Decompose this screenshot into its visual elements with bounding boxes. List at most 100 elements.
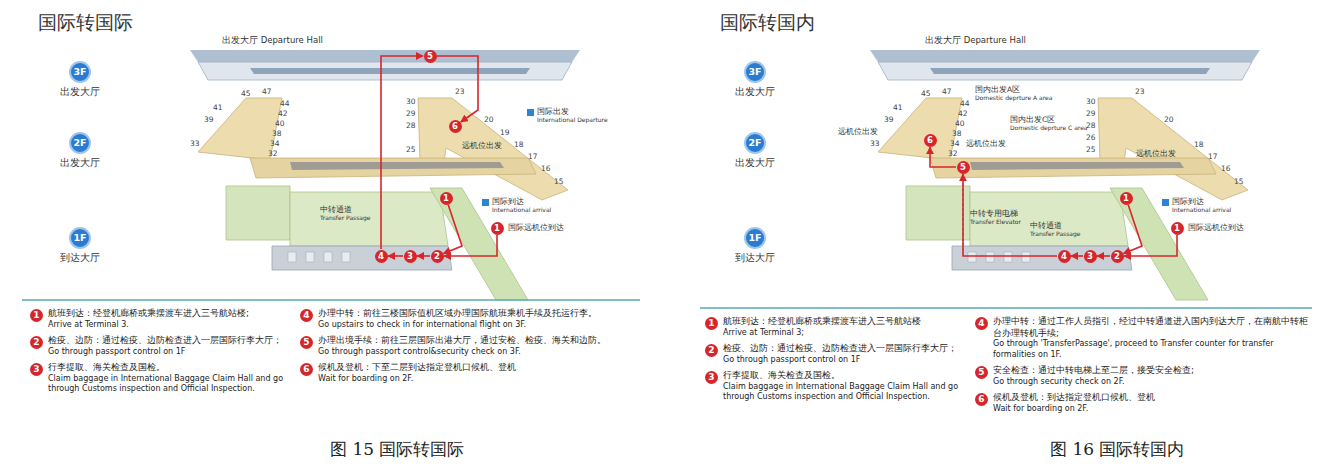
step-description: 检疫、边防：通过检疫、边防检查进入一层国际行李大厅； <box>48 335 288 347</box>
route-arrow <box>444 235 497 256</box>
step-description: 行李提取、海关检查及国检。 <box>48 362 288 374</box>
gate-number: 29 <box>1086 110 1096 118</box>
step-note: 1航班到达：经登机廊桥或乘摆渡车进入三号航站楼;Arrive at Termin… <box>30 308 288 330</box>
step-description: 航班到达：经登机廊桥或乘摆渡车进入三号航站楼; <box>48 308 288 320</box>
step-number: 2 <box>33 337 39 347</box>
step-description: 办理出境手续：前往三层国际出港大厅，通过安检、检疫、海关和边防。 <box>318 335 635 347</box>
step-note: 5 办理出境手续：前往三层国际出港大厅，通过安检、检疫、海关和边防。Go thro… <box>300 335 635 357</box>
step-circle: 4 <box>300 309 313 322</box>
area-label: 中转专用电梯 <box>970 210 1018 218</box>
gate-number: 39 <box>884 116 894 124</box>
floor-badge: 2F出发大厅 <box>725 132 785 170</box>
route-step-marker: 5 <box>957 161 970 174</box>
area-label: 国内出发A区 <box>975 86 1020 94</box>
step-text: 安全检查：通过中转电梯上至二层，接受安全检查;Go through securi… <box>993 365 1310 387</box>
gate-number: 42 <box>278 110 288 118</box>
step-text: 候机及登机：到达指定登机口候机、登机Wait for boarding on 2… <box>993 392 1310 414</box>
step-number: 6 <box>303 364 309 374</box>
area-label-en: Transfer Passage <box>1030 231 1081 238</box>
route-arrow <box>963 174 1057 256</box>
step-note: 1 航班到达：经登机廊桥或乘摆渡车进入三号航站楼Arrive at Termina… <box>705 316 963 338</box>
area-label-en: International Departure <box>537 117 608 124</box>
gate-number: 30 <box>1086 98 1096 106</box>
floor-hall-name: 出发大厅 <box>50 156 110 170</box>
area-label-en: Transfer Passage <box>320 215 371 222</box>
panel-title: 国际转国内 <box>720 12 815 33</box>
gate-number: 40 <box>275 120 285 128</box>
step-circle: 1 <box>705 317 718 330</box>
floor-badge: 2F 出发大厅 <box>50 132 110 170</box>
floor-number: 3F <box>748 66 761 77</box>
gate-number: 41 <box>213 104 223 112</box>
step-circle: 1 <box>30 309 43 322</box>
floor-badge: 1F 到达大厅 <box>50 227 110 265</box>
route-step-marker: 2 <box>431 250 444 263</box>
step-description-en: Go through passport control&security che… <box>318 347 635 357</box>
step-circle: 6 <box>975 393 988 406</box>
gate-number: 42 <box>958 110 968 118</box>
step-description-en: Wait for boarding on 2F. <box>993 404 1310 414</box>
step-description: 办理中转：前往三楼国际值机区域办理国际航班乘机手续及托运行李。 <box>318 308 635 320</box>
step-text: 办理中转：通过工作人员指引，经过中转通道进入国内到达大厅，在南航中转柜台办理转机… <box>993 316 1310 360</box>
route-arrow <box>388 255 403 257</box>
step-note: 4办理中转：前往三楼国际值机区域办理国际航班乘机手续及托运行李。Go upsta… <box>300 308 635 330</box>
gate-number: 25 <box>406 146 416 154</box>
floor-hall-name: 出发大厅 <box>725 156 785 170</box>
step-circle: 3 <box>30 363 43 376</box>
step-text: 航班到达：经登机廊桥或乘摆渡车进入三号航站楼Arrive at Terminal… <box>723 316 963 338</box>
area-label: 国际到达 <box>492 198 524 206</box>
step-description-en: Go through passport control on 1F <box>48 347 288 357</box>
floor-circle: 2F <box>69 132 91 154</box>
step-number: 1 <box>494 223 500 233</box>
step-note: 6 候机及登机：到达指定登机口候机、登机Wait for boarding on … <box>975 392 1310 414</box>
gate-number: 23 <box>1135 88 1145 96</box>
panel-title: 国际转国际 <box>38 12 133 33</box>
area-label: 远机位出发 <box>462 142 502 150</box>
step-number: 6 <box>927 135 933 145</box>
floor-number: 3F <box>73 66 86 77</box>
route-step-marker: 4 <box>375 250 388 263</box>
gate-number: 17 <box>1208 153 1218 161</box>
route-arrow <box>1071 255 1083 257</box>
step-description: 办理中转：通过工作人员指引，经过中转通道进入国内到达大厅，在南航中转柜台办理转机… <box>993 316 1310 339</box>
gate-number: 40 <box>955 120 965 128</box>
step-description: 行李提取、海关检查及国检。 <box>723 370 963 382</box>
step-text: 检疫、边防：通过检疫、边防检查进入一层国际行李大厅；Go through pas… <box>48 335 288 357</box>
step-description: 候机及登机：到达指定登机口候机、登机 <box>993 392 1310 404</box>
gate-number: 44 <box>960 100 970 108</box>
step-number: 1 <box>1174 223 1180 233</box>
step-number: 6 <box>452 121 458 131</box>
area-label: 远机位出发 <box>1136 150 1176 158</box>
step-circle: 5 <box>975 366 988 379</box>
gate-number: 15 <box>554 178 564 186</box>
step-description-en: Claim baggage in International Baggage C… <box>48 374 288 395</box>
floor-circle: 3F <box>744 61 766 83</box>
route-arrow <box>443 205 462 254</box>
gate-number: 30 <box>406 98 416 106</box>
floor-badge: 3F出发大厅 <box>50 61 110 99</box>
route-step-marker: 3 <box>404 250 417 263</box>
gate-number: 15 <box>1234 178 1244 186</box>
step-description-en: Arrive at Terminal 3; <box>723 328 963 338</box>
gate-number: 45 <box>921 90 931 98</box>
step-number: 5 <box>978 367 984 377</box>
step-number: 5 <box>303 337 309 347</box>
area-label: 国际出发 <box>537 108 569 116</box>
floor-number: 1F <box>73 232 86 243</box>
step-text: 行李提取、海关检查及国检。Claim baggage in Internatio… <box>48 362 288 394</box>
step-description: 检疫、边防：通过检疫、边防检查进入一层国际行李大厅； <box>723 343 963 355</box>
gate-number: 45 <box>241 90 251 98</box>
hall-label: 出发大厅 Departure Hall <box>925 36 1026 45</box>
step-number: 5 <box>960 162 966 172</box>
floor-hall-name: 到达大厅 <box>50 251 110 265</box>
route-step-marker: 1 <box>1120 192 1133 205</box>
step-description: 候机及登机：下至二层到达指定登机口候机、登机 <box>318 362 635 374</box>
gate-number: 20 <box>484 116 494 124</box>
step-circle: 5 <box>300 336 313 349</box>
step-number: 5 <box>427 51 433 61</box>
step-circle: 2 <box>705 344 718 357</box>
area-label: 中转通道 <box>1030 222 1062 230</box>
floor-badge: 3F出发大厅 <box>725 61 785 99</box>
step-text: 办理出境手续：前往三层国际出港大厅，通过安检、检疫、海关和边防。Go throu… <box>318 335 635 357</box>
gate-number: 17 <box>528 153 538 161</box>
